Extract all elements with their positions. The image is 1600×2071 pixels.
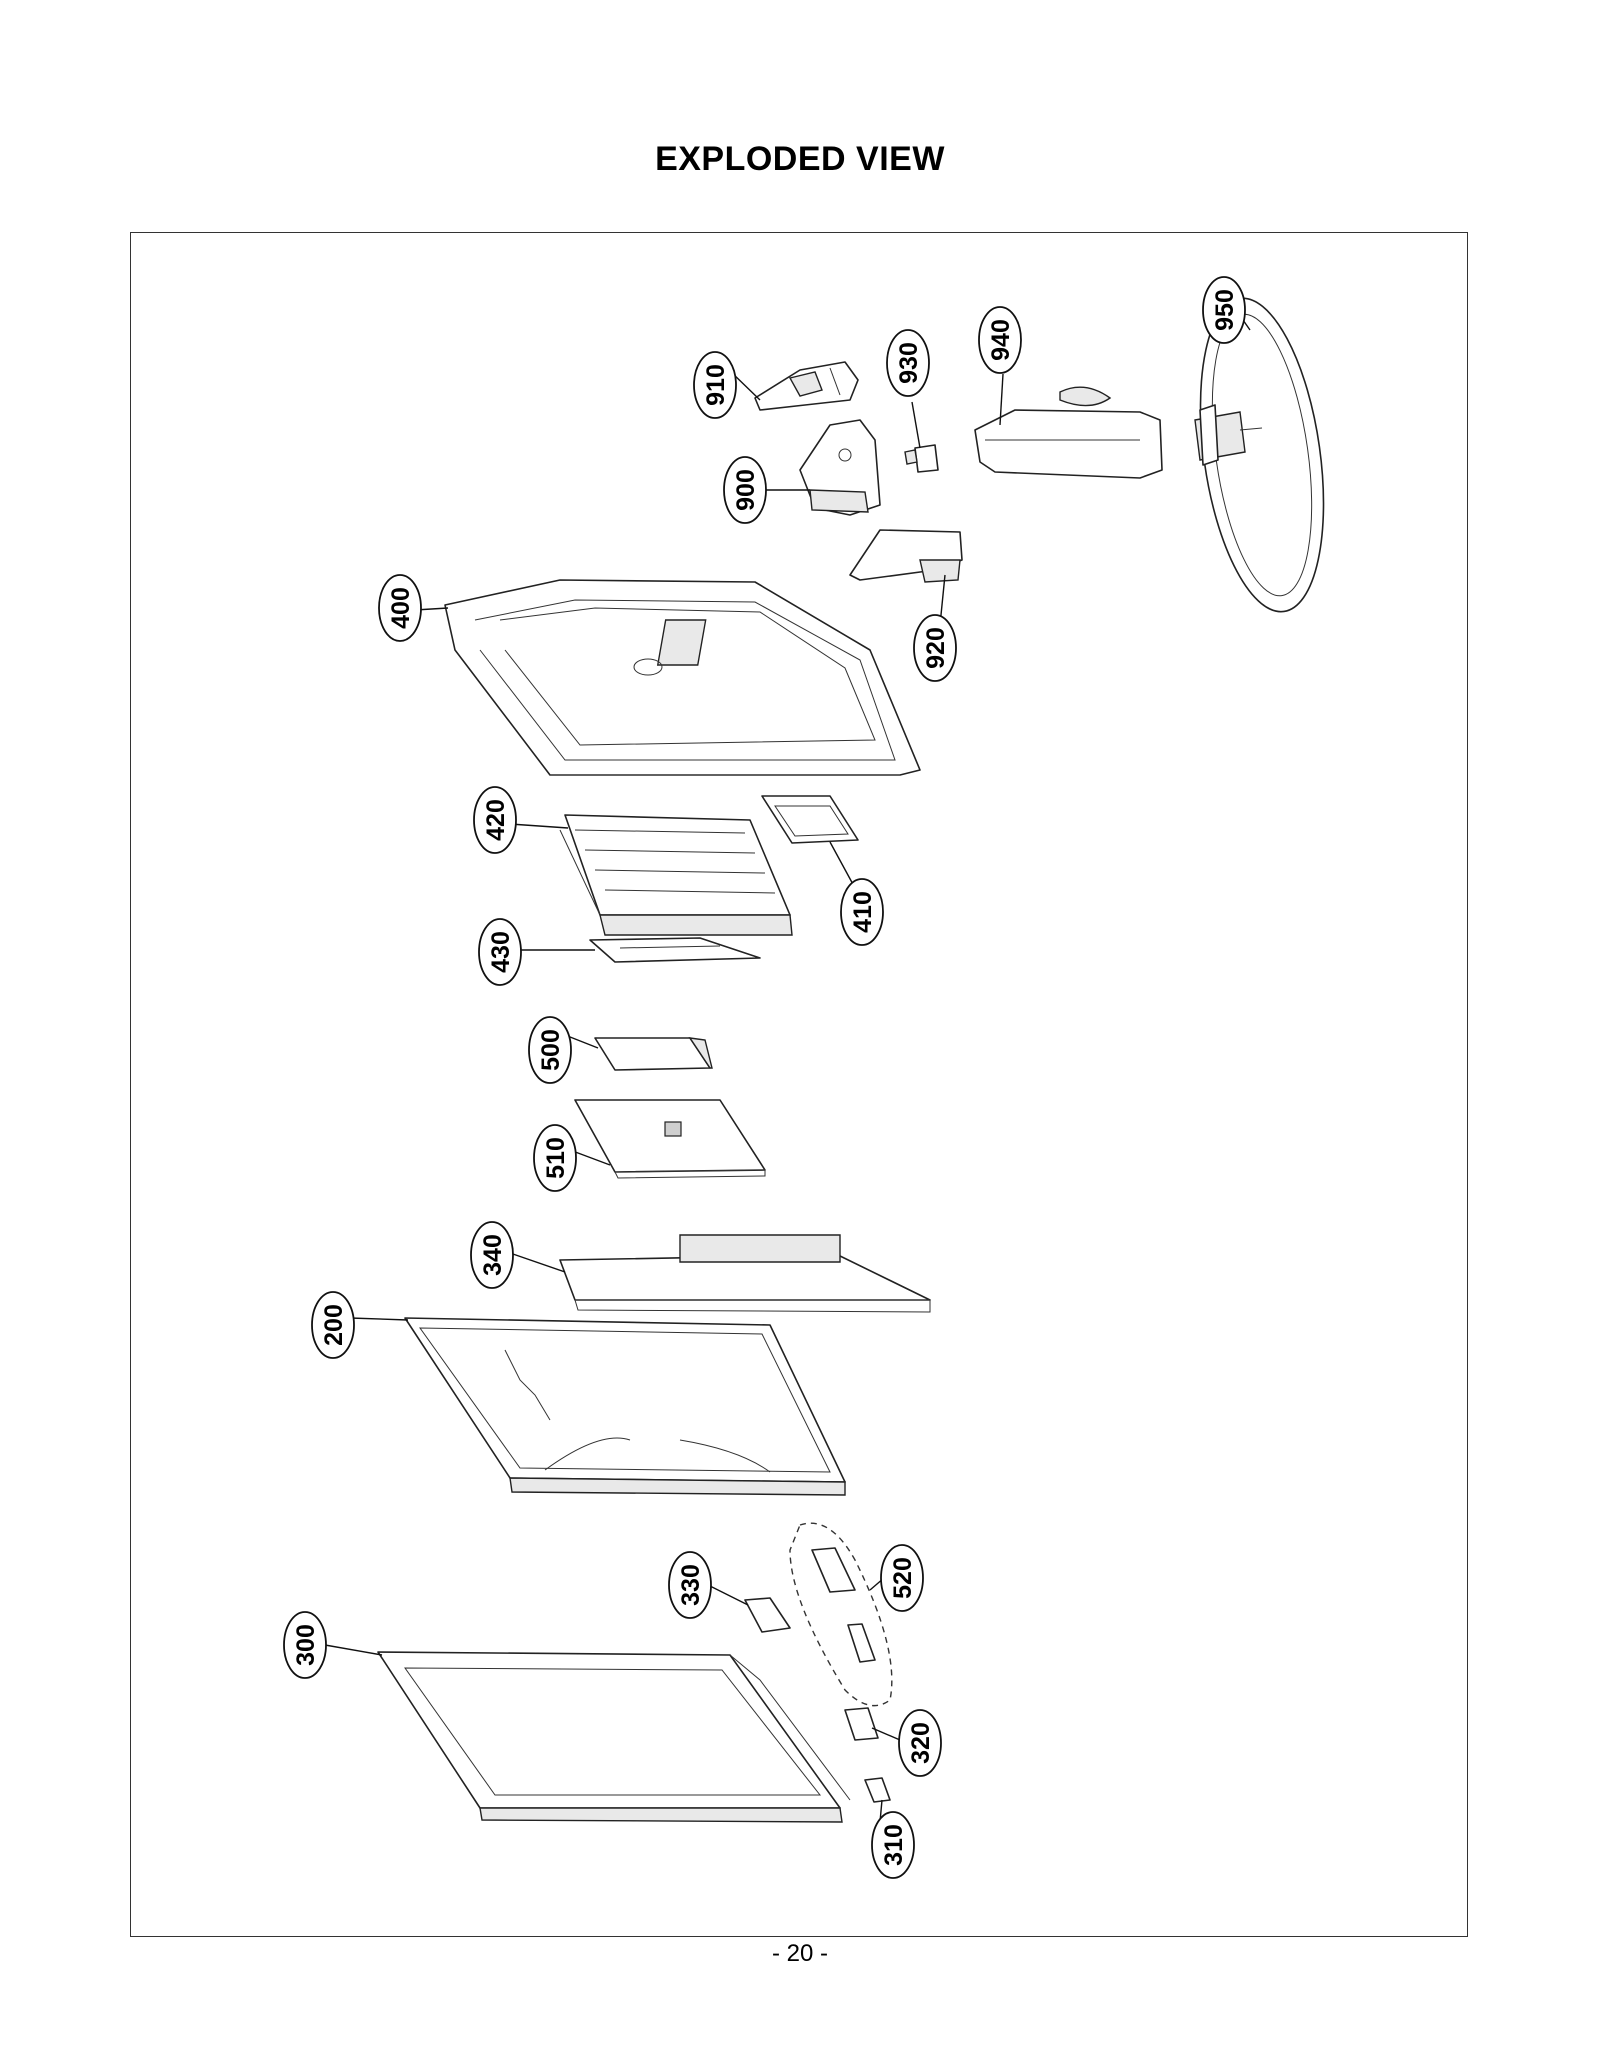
- callout-320: 320: [898, 1709, 942, 1777]
- callout-520: 520: [880, 1544, 924, 1612]
- part-900-hinge-bracket: [799, 419, 881, 516]
- part-330-clip: [744, 1597, 791, 1633]
- callout-910: 910: [693, 351, 737, 419]
- callout-920: 920: [913, 614, 957, 682]
- callout-510: 510: [533, 1124, 577, 1192]
- callout-320-label: 320: [907, 1722, 935, 1764]
- page-number: - 20 -: [771, 1940, 828, 1967]
- callout-520-label: 520: [889, 1557, 917, 1599]
- callout-410-label: 410: [849, 891, 877, 933]
- part-500-small-board: [594, 1037, 713, 1071]
- callout-430: 430: [478, 918, 522, 986]
- callout-500-label: 500: [537, 1029, 565, 1071]
- part-300-front-cabinet: [377, 1651, 851, 1823]
- part-430-bracket: [589, 937, 761, 963]
- part-310-small-part: [864, 1777, 891, 1803]
- callout-300: 300: [283, 1611, 327, 1679]
- part-510-main-board: [574, 1099, 766, 1179]
- callout-950: 950: [1202, 276, 1246, 344]
- callout-420: 420: [473, 786, 517, 854]
- callout-940: 940: [978, 306, 1022, 374]
- part-320-small-part: [844, 1707, 879, 1741]
- callout-500: 500: [528, 1016, 572, 1084]
- part-400-back-cover: [444, 579, 921, 776]
- callout-900: 900: [723, 456, 767, 524]
- callout-940-label: 940: [987, 319, 1015, 361]
- part-410-board: [761, 795, 859, 844]
- callout-900-label: 900: [732, 469, 760, 511]
- part-930-small-clip: [904, 444, 939, 473]
- part-950-stand-base: [1194, 297, 1325, 613]
- part-910-hinge-cover: [754, 361, 859, 411]
- callout-950-label: 950: [1211, 289, 1239, 331]
- callout-310: 310: [871, 1811, 915, 1879]
- part-200-lcd-panel: [404, 1317, 846, 1496]
- callout-420-label: 420: [482, 799, 510, 841]
- callout-310-label: 310: [880, 1824, 908, 1866]
- part-420-shield-case: [559, 814, 793, 936]
- part-920-hinge-arm: [849, 529, 963, 583]
- callout-200: 200: [311, 1291, 355, 1359]
- callout-430-label: 430: [487, 931, 515, 973]
- callout-410: 410: [840, 878, 884, 946]
- callout-920-label: 920: [922, 627, 950, 669]
- callout-340-label: 340: [479, 1234, 507, 1276]
- callout-340: 340: [470, 1221, 514, 1289]
- callout-400-label: 400: [387, 587, 415, 629]
- part-940-neck-cover: [974, 386, 1163, 479]
- callout-510-label: 510: [542, 1137, 570, 1179]
- callout-300-label: 300: [292, 1624, 320, 1666]
- part-520-board-group: [789, 1522, 893, 1707]
- callout-910-label: 910: [702, 364, 730, 406]
- callout-930-label: 930: [895, 342, 923, 384]
- part-340-bracket-bar: [559, 1234, 931, 1313]
- callout-400: 400: [378, 574, 422, 642]
- page-title: EXPLODED VIEW: [655, 140, 945, 178]
- callout-330: 330: [668, 1551, 712, 1619]
- callout-330-label: 330: [677, 1564, 705, 1606]
- diagram-frame: [130, 232, 1468, 1937]
- leader-lines: [324, 309, 1251, 1823]
- callout-930: 930: [886, 329, 930, 397]
- callout-200-label: 200: [320, 1304, 348, 1346]
